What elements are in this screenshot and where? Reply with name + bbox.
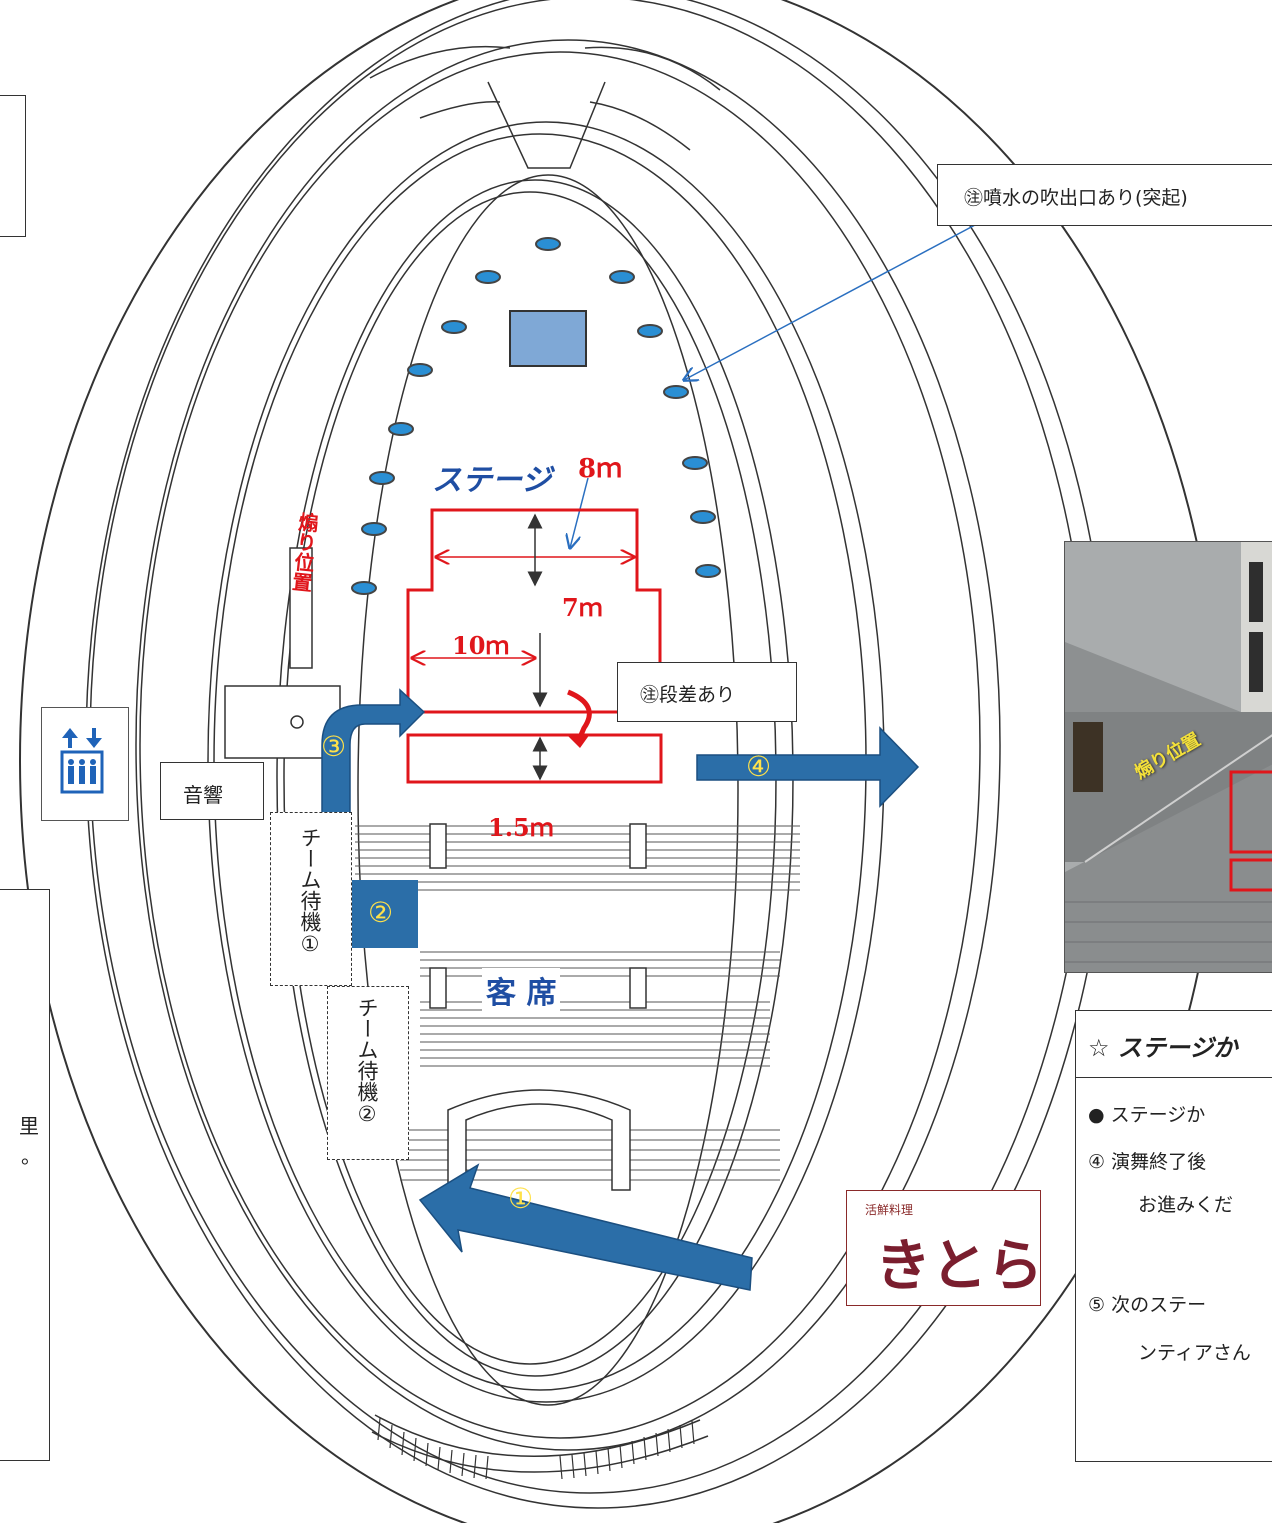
audience-label: 客 席 xyxy=(482,968,561,1012)
elevator-icon xyxy=(60,728,104,794)
fountain-note: ㊟噴水の吹出口あり(突起) xyxy=(937,164,1272,226)
panel-title: ☆ ステージか xyxy=(1088,1034,1238,1062)
seating-rows xyxy=(355,825,800,1181)
left-info-box: 里 。 xyxy=(0,889,50,1461)
panel-line-4: ⑤ 次のステー xyxy=(1088,1294,1207,1316)
route-marker-4: ④ xyxy=(746,750,772,783)
sound-booth: 音響 xyxy=(160,762,264,820)
step-note-text: ㊟段差あり xyxy=(640,684,736,706)
stage-depth: 10ｍ xyxy=(452,631,510,660)
step-curved-arrow xyxy=(566,689,592,743)
top-steps xyxy=(369,45,721,169)
panel-line-3: お進みくだ xyxy=(1138,1194,1234,1216)
left-info-text-2: 。 xyxy=(21,1144,41,1168)
sound-booth-label: 音響 xyxy=(183,783,223,807)
photo-scene xyxy=(1065,542,1272,972)
left-info-text-1: 里 xyxy=(19,1114,39,1138)
panel-line-1: ● ステージか xyxy=(1088,1104,1206,1126)
fountain-basin xyxy=(509,310,587,367)
step-note: ㊟段差あり xyxy=(617,662,797,722)
stage-instructions-panel xyxy=(1075,1010,1272,1462)
restaurant-sign-small: 活鮮料理 xyxy=(865,1203,914,1217)
fountain-note-leader xyxy=(684,224,976,380)
route-marker-3: ③ xyxy=(321,730,347,763)
stage-mid-width: 7ｍ xyxy=(562,593,603,622)
aori-position-photo: 煽り位置 xyxy=(1064,541,1272,973)
stage-width-leader xyxy=(570,477,589,548)
team-wait-1-label: チーム待機① xyxy=(298,827,322,956)
elevator-sign xyxy=(41,707,129,821)
stage-top-width: 8ｍ xyxy=(578,454,623,484)
restaurant-sign: 活鮮料理 きとら xyxy=(846,1190,1043,1306)
fountain-nozzles xyxy=(351,237,721,595)
team-wait-area-1: チーム待機① xyxy=(270,812,352,986)
bottom-stairs xyxy=(371,1414,709,1480)
restaurant-sign-name: きとら xyxy=(875,1233,1043,1299)
route-marker-2-box xyxy=(346,880,418,948)
stage-label: ステージ xyxy=(432,463,552,498)
panel-line-5: ンティアさん xyxy=(1138,1342,1251,1364)
route-marker-2: ② xyxy=(368,896,394,929)
route-marker-1: ① xyxy=(508,1182,534,1215)
team-wait-area-2: チーム待機② xyxy=(327,986,409,1160)
route-arrows xyxy=(321,688,920,1291)
left-top-box xyxy=(0,95,26,237)
fountain-note-text: ㊟噴水の吹出口あり(突起) xyxy=(964,187,1188,209)
front-step-depth: 1.5ｍ xyxy=(488,813,554,842)
team-wait-2-label: チーム待機② xyxy=(355,997,379,1126)
post-marker xyxy=(290,715,304,729)
panel-line-2: ④ 演舞終了後 xyxy=(1088,1151,1207,1173)
